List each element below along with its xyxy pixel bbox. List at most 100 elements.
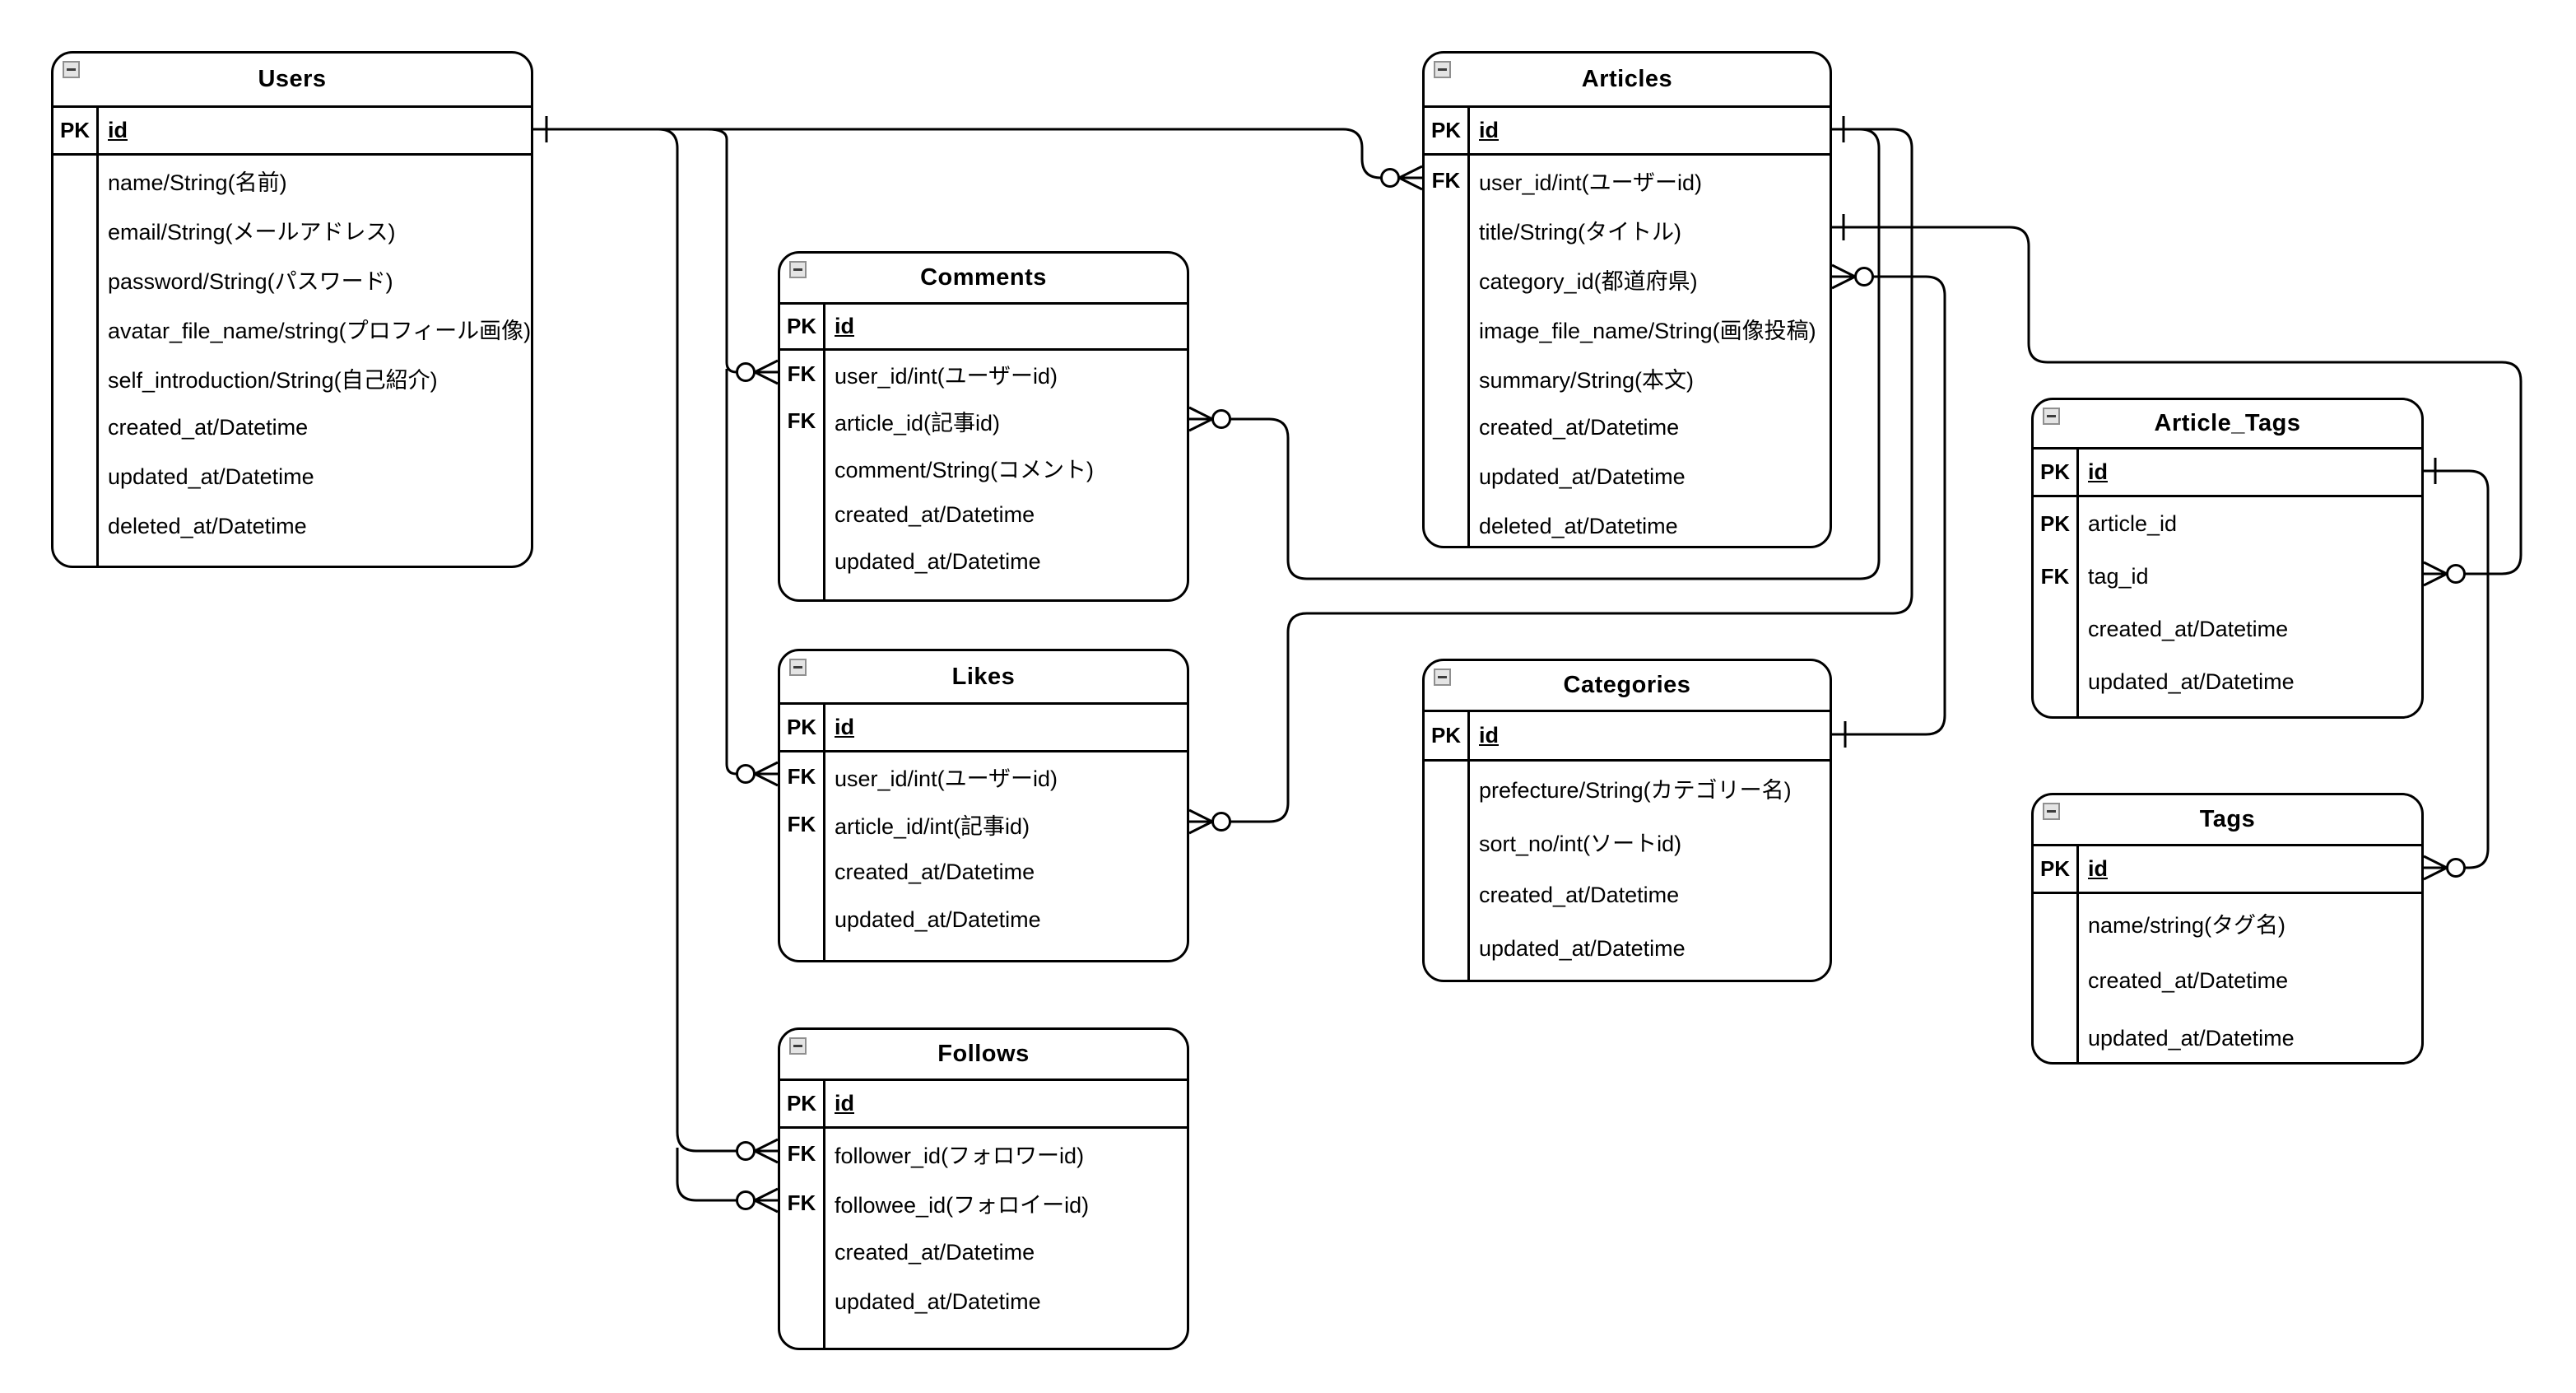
table-header: Follows [780,1030,1187,1081]
table-row: name/String(名前) [53,156,531,205]
key-badge [2034,952,2076,1009]
column-label: updated_at/Datetime [2088,669,2295,694]
collapse-icon[interactable] [2043,803,2060,820]
table-title: Tags [2199,806,2256,832]
table-row: created_at/Datetime [2034,603,2421,655]
table-row: category_id(都道府県) [1425,254,1830,304]
collapse-icon[interactable] [789,1037,807,1055]
key-badge [780,896,823,943]
minus-glyph [2047,810,2056,813]
table-row: deleted_at/Datetime [53,501,531,551]
key-badge [53,452,96,501]
column-label: title/String(タイトル) [1479,219,1682,245]
key-badge: FK [787,1190,816,1215]
key-badge: PK [786,314,817,338]
column-label: created_at/Datetime [2088,616,2289,641]
rel-articles-likes[interactable] [1188,128,1913,835]
column-label: comment/String(コメント) [835,458,1095,482]
key-column-divider [823,1081,825,1348]
table-row: updated_at/Datetime [780,1277,1187,1326]
table-row: updated_at/Datetime [1425,452,1830,501]
rel-users-articles[interactable] [533,116,1423,191]
table-title: Users [258,66,327,92]
table-body: name/String(名前) email/String(メールアドレス)pass… [53,156,531,551]
column-label: id [835,314,854,338]
table-row: created_at/Datetime [1425,403,1830,452]
table-row: self_introduction/String(自己紹介) [53,353,531,403]
table-header: Comments [780,254,1187,305]
column-label: article_id [2088,510,2178,536]
key-badge [1425,254,1467,304]
collapse-icon[interactable] [789,261,807,278]
key-badge [1425,205,1467,254]
table-row: updated_at/Datetime [2034,655,2421,708]
key-badge [53,403,96,452]
key-badge: PK [786,1091,817,1116]
table-header: Likes [780,651,1187,705]
column-label: updated_at/Datetime [1479,936,1686,961]
key-badge [780,538,823,585]
table-row: updated_at/Datetime [780,538,1187,585]
collapse-icon[interactable] [63,61,80,78]
table-title: Follows [937,1041,1030,1067]
key-badge [1425,815,1467,869]
zero-or-many-end [736,1138,779,1164]
minus-glyph [793,268,802,271]
key-badge [1425,353,1467,403]
key-badge [53,304,96,353]
rel-articles-article_tags[interactable] [1832,214,2523,587]
table-row: created_at/Datetime [780,848,1187,896]
collapse-icon[interactable] [1434,61,1451,78]
key-badge: FK [787,1140,816,1166]
zero-or-many-end [1831,263,1874,290]
table-row: sort_no/int(ソートid) [1425,815,1830,869]
rel-users-likes[interactable] [725,369,779,787]
rel-article_tags-tags[interactable] [2423,458,2490,881]
key-badge [2034,603,2076,655]
table-row: email/String(メールアドレス) [53,205,531,254]
column-label: follower_id(フォロワーid) [835,1143,1085,1168]
collapse-icon[interactable] [1434,669,1451,686]
key-badge: FK [2040,563,2070,589]
rel-categories-articles[interactable] [1831,263,1946,748]
collapse-icon[interactable] [2043,408,2060,425]
key-badge: FK [1431,167,1461,193]
column-label: name/String(名前) [108,170,287,195]
column-label: article_id(記事id) [835,411,1001,436]
collapse-icon[interactable] [789,659,807,676]
table-row: avatar_file_name/string(プロフィール画像) [53,304,531,353]
table-row: password/String(パスワード) [53,254,531,304]
key-column-divider [1467,108,1470,546]
key-badge [1425,501,1467,551]
minus-glyph [1438,68,1447,71]
rel-users-comments[interactable] [707,128,779,385]
column-label: name/string(タグ名) [2088,912,2286,938]
rel-articles-comments[interactable] [1188,116,1881,580]
key-badge: PK [2039,459,2071,484]
rel-users-follows-followee[interactable] [676,1148,779,1214]
zero-or-many-end [2423,561,2466,587]
column-label: user_id/int(ユーザーid) [835,364,1058,389]
column-label: id [108,118,128,142]
key-badge [53,205,96,254]
column-label: updated_at/Datetime [108,464,314,489]
rel-users-follows-follower[interactable] [658,128,779,1164]
table-row: updated_at/Datetime [780,896,1187,943]
key-badge [780,445,823,492]
table-row: updated_at/Datetime [1425,922,1830,976]
minus-glyph [793,1045,802,1047]
